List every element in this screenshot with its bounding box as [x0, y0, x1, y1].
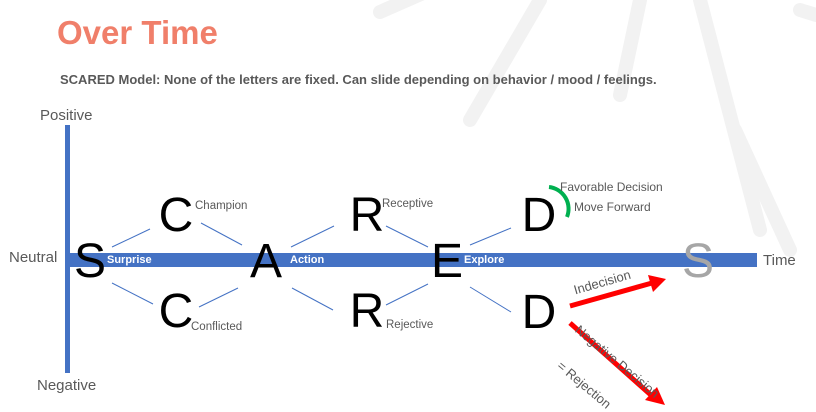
explore-label: Explore: [464, 254, 505, 266]
action-label: Action: [290, 254, 325, 266]
neutral-label: Neutral: [9, 249, 58, 266]
letter-s: S: [73, 235, 107, 288]
letter-d-favorable: D: [521, 189, 557, 242]
conflicted-label: Conflicted: [191, 321, 243, 333]
background-rays: [373, 0, 816, 257]
letter-c-champion: C: [158, 189, 194, 242]
connector-lines: [111, 222, 512, 313]
letter-r-rejective: R: [349, 285, 385, 338]
rejective-label: Rejective: [386, 319, 434, 331]
negative-label: Negative: [37, 377, 97, 394]
favorable-arc: [548, 185, 571, 218]
letter-d-unfavorable: D: [521, 286, 557, 339]
letter-s-repeat: S: [681, 235, 715, 288]
favorable-decision-label: Favorable Decision: [560, 180, 663, 194]
time-label: Time: [763, 252, 796, 269]
slide-title: Over Time: [57, 14, 218, 51]
time-axis-bar: [68, 253, 757, 267]
vertical-axis: [65, 125, 70, 373]
negative-decision-arrow: [568, 321, 665, 405]
receptive-label: Receptive: [382, 198, 434, 210]
positive-label: Positive: [40, 107, 93, 124]
indecision-arrow: [569, 275, 666, 309]
letter-e: E: [430, 235, 464, 288]
slide-subtitle: SCARED Model: None of the letters are fi…: [60, 72, 657, 87]
letter-a: A: [249, 235, 283, 288]
letter-c-conflicted: C: [158, 285, 194, 338]
letter-r-receptive: R: [349, 189, 385, 242]
surprise-label: Surprise: [107, 254, 152, 266]
move-forward-label: Move Forward: [574, 200, 651, 214]
champion-label: Champion: [195, 200, 248, 212]
